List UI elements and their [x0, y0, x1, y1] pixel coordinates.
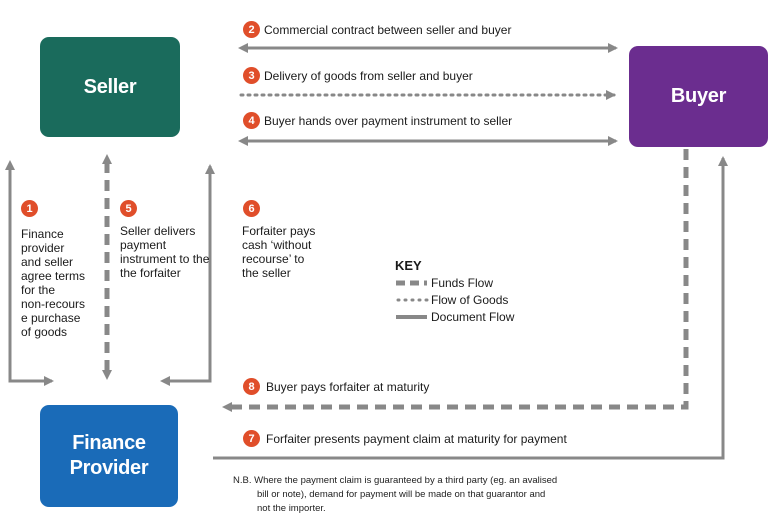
step-2-text: Commercial contract between seller and b… — [264, 23, 512, 37]
footnote: N.B. Where the payment claim is guarante… — [233, 474, 618, 516]
step-1-line: e purchase — [21, 311, 81, 325]
step-1-text: Finance provider and seller agree terms … — [21, 227, 85, 339]
step-1-line: of goods — [21, 325, 68, 339]
step-5-text: Seller delivers payment instrument to th… — [120, 224, 209, 280]
step-badge-4: 4 — [243, 112, 260, 129]
key-goods-label: Flow of Goods — [431, 293, 509, 307]
step-1-line: provider — [21, 241, 65, 255]
step-1-line: Finance — [21, 227, 64, 241]
step-6-text: Forfaiter pays cash ‘without recourse’ t… — [242, 224, 315, 280]
seller-label: Seller — [83, 75, 137, 98]
step-7-text: Forfaiter presents payment claim at matu… — [266, 432, 567, 446]
step-badge-7: 7 — [243, 430, 260, 447]
key-title: KEY — [395, 258, 422, 273]
step-6-line: recourse’ to — [242, 252, 305, 266]
finance-provider-node: Finance Provider — [40, 405, 178, 507]
step-6-line: cash ‘without — [242, 238, 312, 252]
seller-node: Seller — [40, 37, 180, 137]
buyer-label: Buyer — [670, 85, 727, 107]
step-badge-3: 3 — [243, 67, 260, 84]
step-badge-6: 6 — [243, 200, 260, 217]
step-1-line: for the — [21, 283, 56, 297]
step-6-line: Forfaiter pays — [242, 224, 316, 238]
payment-claim-arrow — [213, 156, 728, 460]
step-8-text: Buyer pays forfaiter at maturity — [266, 380, 430, 394]
footnote-line: bill or note), demand for payment will b… — [257, 489, 546, 500]
key-document-row: Document Flow — [395, 310, 514, 324]
step-4-text: Buyer hands over payment instrument to s… — [264, 114, 513, 128]
step-badge-1: 1 — [21, 200, 38, 217]
key-document-label: Document Flow — [431, 310, 515, 324]
buyer-node: Buyer — [629, 46, 768, 147]
step-5-line: Seller delivers — [120, 224, 196, 238]
agreement-arrow — [5, 160, 54, 386]
cash-payment-arrow — [160, 164, 215, 386]
step-5-line: payment — [120, 238, 167, 252]
maturity-payment-arrow — [222, 149, 689, 412]
finance-provider-label-line1: Finance — [72, 432, 146, 454]
step-6-line: the seller — [242, 266, 291, 280]
step-badge-2: 2 — [243, 21, 260, 38]
step-badge-8: 8 — [243, 378, 260, 395]
key-goods-row: Flow of Goods — [395, 293, 508, 307]
key-funds-row: Funds Flow — [395, 276, 493, 290]
step-1-line: and seller — [21, 255, 74, 269]
key-funds-label: Funds Flow — [431, 276, 494, 290]
step-badge-5: 5 — [120, 200, 137, 217]
step-1-line: non-recours — [21, 297, 86, 311]
step-3-text: Delivery of goods from seller and buyer — [264, 69, 473, 83]
step-5-line: the forfaiter — [120, 266, 181, 280]
footnote-line: N.B. Where the payment claim is guarante… — [233, 475, 558, 486]
step-5-line: instrument to the — [120, 252, 210, 266]
finance-provider-label-line2: Provider — [69, 457, 149, 479]
step-1-line: agree terms — [21, 269, 86, 283]
footnote-line: not the importer. — [257, 503, 326, 514]
